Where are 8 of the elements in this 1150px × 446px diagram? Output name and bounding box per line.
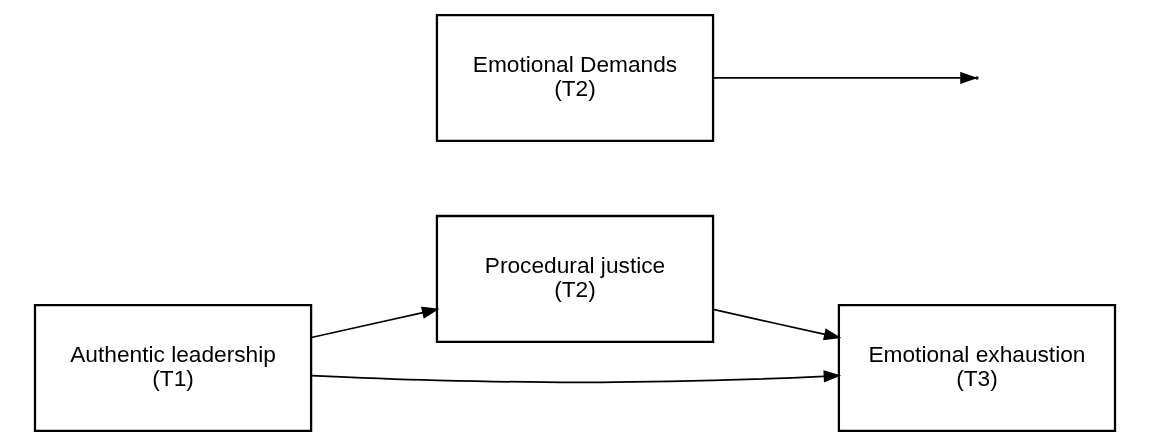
arrow [712, 308, 842, 341]
arrow [310, 370, 842, 384]
node-box: Emotional exhaustion (T3) [837, 304, 1117, 433]
arrow [310, 306, 440, 339]
node-box: Procedural justice (T2) [435, 214, 715, 343]
node-box: Authentic leadership (T1) [33, 304, 313, 433]
arrow [712, 71, 978, 85]
node-box: Emotional Demands (T2) [435, 13, 715, 142]
